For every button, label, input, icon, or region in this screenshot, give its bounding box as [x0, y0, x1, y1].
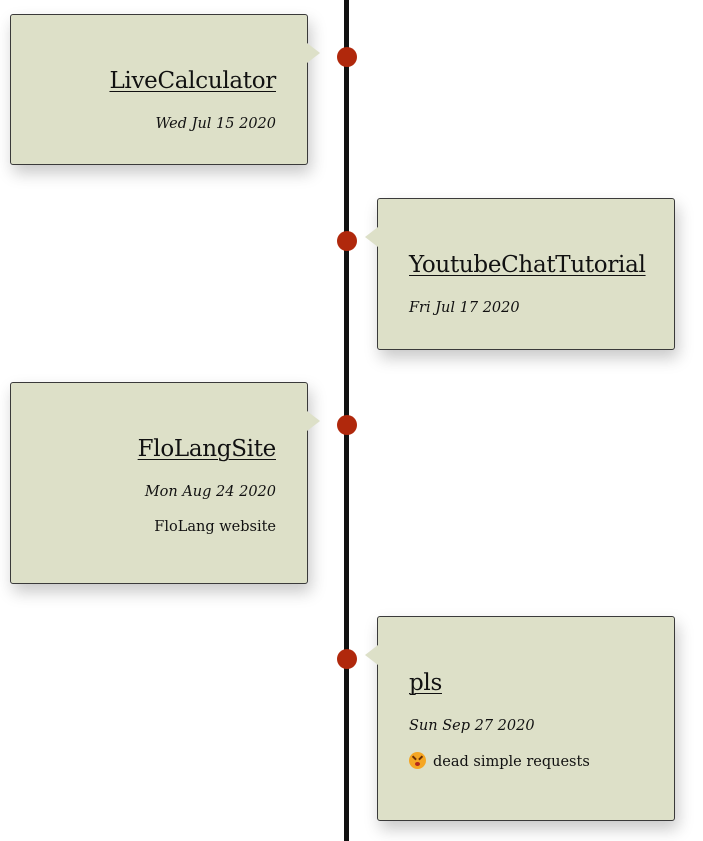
timeline-card: YoutubeChatTutorial Fri Jul 17 2020	[365, 198, 675, 350]
dizzy-face-emoji-icon	[409, 752, 426, 769]
project-date: Mon Aug 24 2020	[144, 484, 276, 500]
timeline-dot	[337, 649, 357, 669]
timeline-card: FloLangSite Mon Aug 24 2020 FloLang webs…	[10, 382, 320, 584]
project-title-link[interactable]: FloLangSite	[137, 436, 277, 462]
project-description: dead simple requests	[409, 752, 654, 771]
project-title-link[interactable]: YoutubeChatTutorial	[409, 252, 646, 278]
timeline-dot	[337, 47, 357, 67]
card-pointer	[307, 43, 320, 63]
card-pointer	[365, 645, 378, 665]
project-description-text: dead simple requests	[433, 754, 590, 770]
project-date: Sun Sep 27 2020	[409, 718, 535, 734]
timeline-dot	[337, 231, 357, 251]
timeline-card: LiveCalculator Wed Jul 15 2020	[10, 14, 320, 165]
timeline-dot	[337, 415, 357, 435]
project-date: Fri Jul 17 2020	[409, 300, 520, 316]
card-pointer	[365, 227, 378, 247]
project-title-link[interactable]: pls	[409, 670, 442, 696]
card-pointer	[307, 411, 320, 431]
project-date: Wed Jul 15 2020	[155, 116, 276, 132]
project-title-link[interactable]: LiveCalculator	[109, 68, 276, 94]
project-description: FloLang website	[154, 519, 276, 535]
timeline-card: pls Sun Sep 27 2020 dead simple requests	[365, 616, 675, 821]
